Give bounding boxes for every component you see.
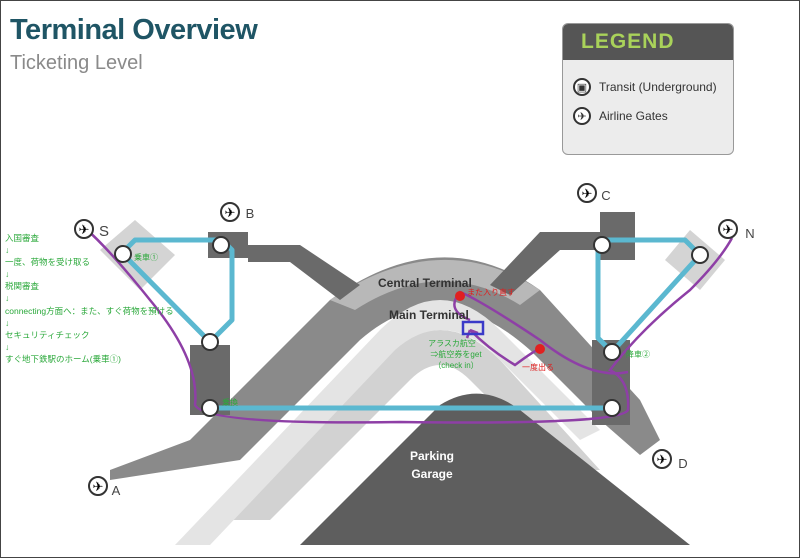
step-arrow: ↓: [5, 269, 10, 280]
svg-text:✈: ✈: [657, 452, 668, 467]
alight-2-note: 降車②: [626, 349, 650, 359]
gate-icons: ✈S ✈B ✈C ✈N ✈A ✈D: [74, 183, 755, 498]
train-icon: [691, 246, 709, 264]
gate-c: ✈C: [577, 183, 611, 203]
train-icon: [114, 245, 132, 263]
train-icon: [201, 399, 219, 417]
svg-text:✈: ✈: [582, 186, 593, 201]
exit-once-note: 一度出る: [522, 362, 554, 372]
train-icon: [593, 236, 611, 254]
train-icon: [603, 399, 621, 417]
svg-text:✈: ✈: [723, 222, 734, 237]
step-arrow: ↓: [5, 245, 10, 256]
central-terminal-label: Central Terminal: [378, 276, 472, 290]
airplane-icon: [220, 202, 240, 222]
step: connecting方面へ：また、すぐ荷物を預ける: [5, 305, 174, 316]
gate-b: ✈B: [220, 202, 255, 222]
airplane-icon: [88, 476, 108, 496]
transit-stations: [114, 236, 709, 417]
step-arrow: ↓: [5, 317, 10, 328]
alaska-note-1: アラスカ航空: [428, 338, 476, 348]
reenter-marker: [455, 291, 465, 301]
svg-text:✈: ✈: [79, 222, 90, 237]
train-icon: ▣: [573, 78, 591, 96]
exit-marker: [535, 344, 545, 354]
svg-text:D: D: [678, 456, 687, 471]
step-arrow: ↓: [5, 341, 10, 352]
airplane-icon: [718, 219, 738, 239]
alaska-note-3: （check in）: [433, 361, 478, 370]
checkin-counter-marker: [461, 320, 485, 336]
legend-label: Transit (Underground): [599, 80, 717, 94]
train-icon: [201, 333, 219, 351]
page-subtitle: Ticketing Level: [10, 52, 143, 74]
airplane-icon: ✈: [573, 107, 591, 125]
svg-text:A: A: [112, 483, 121, 498]
legend-label: Airline Gates: [599, 109, 668, 123]
legend-title: LEGEND: [563, 24, 733, 60]
transfer-note: 乗換: [222, 397, 238, 407]
legend: LEGEND ▣ Transit (Underground) ✈ Airline…: [562, 23, 734, 155]
procedure-steps: 入国審査 ↓ 一度、荷物を受け取る ↓ 税関審査 ↓ connecting方面へ…: [5, 232, 174, 365]
train-icon: [603, 343, 621, 361]
svg-text:S: S: [99, 223, 109, 240]
step: 一度、荷物を受け取る: [5, 257, 91, 268]
board-1-note: 乗車①: [134, 252, 158, 262]
legend-item-transit: ▣ Transit (Underground): [573, 78, 733, 96]
airplane-icon: [577, 183, 597, 203]
alaska-note-2: ⇒航空券をget: [430, 349, 482, 359]
terminal-buildings: [100, 212, 725, 545]
page-title: Terminal Overview: [10, 14, 258, 46]
svg-text:✈: ✈: [93, 479, 104, 494]
legend-item-gates: ✈ Airline Gates: [573, 107, 733, 125]
train-icon: [212, 236, 230, 254]
step: 税関審査: [5, 281, 40, 292]
reenter-note: また入り直す: [467, 287, 515, 297]
svg-text:B: B: [246, 206, 255, 221]
gate-n: ✈N: [718, 219, 755, 241]
svg-text:C: C: [601, 188, 610, 203]
garage-label: Garage: [411, 467, 453, 481]
parking-label: Parking: [410, 449, 454, 463]
gate-d: ✈D: [652, 449, 688, 471]
step: セキュリティチェック: [5, 329, 90, 340]
svg-text:N: N: [745, 226, 754, 241]
step: 入国審査: [5, 233, 40, 243]
gate-s: ✈S: [74, 219, 109, 240]
svg-text:✈: ✈: [225, 205, 236, 220]
step: すぐ地下鉄駅のホーム(乗車①): [5, 353, 121, 364]
airplane-icon: [74, 219, 94, 239]
gate-a: ✈A: [88, 476, 121, 498]
main-terminal-label: Main Terminal: [389, 308, 469, 322]
airplane-icon: [652, 449, 672, 469]
step-arrow: ↓: [5, 293, 10, 304]
